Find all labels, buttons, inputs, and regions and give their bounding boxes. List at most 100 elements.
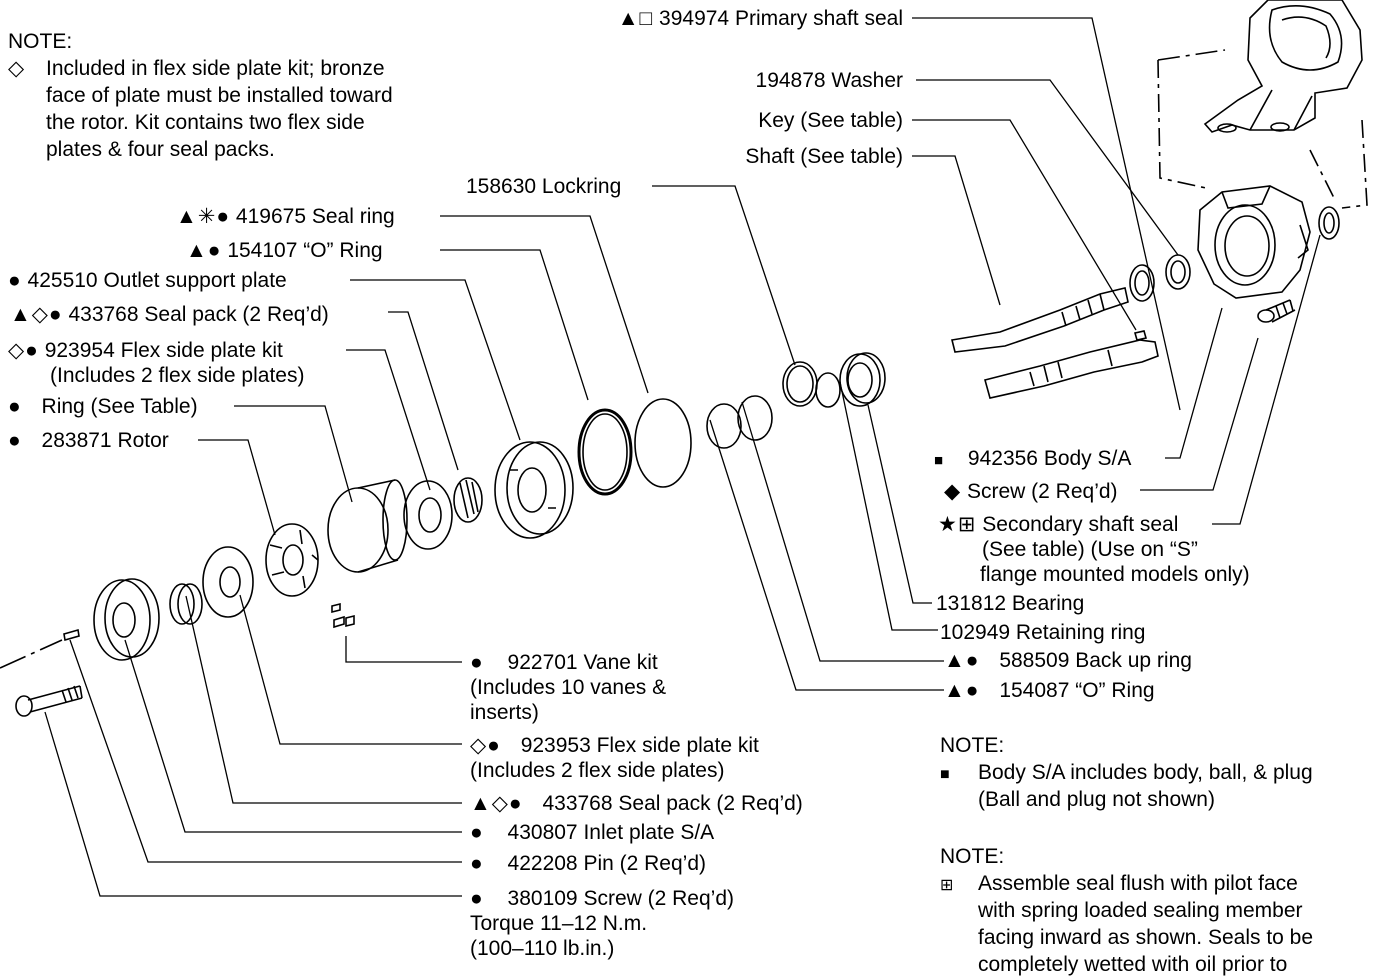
rotor xyxy=(265,523,319,597)
leader-lines xyxy=(44,17,1321,897)
label-symbols: ● xyxy=(8,395,22,418)
label-screw-body: ◆ Screw (2 Req’d) xyxy=(944,479,1118,504)
note-text-line: Included in flex side plate kit; bronze xyxy=(46,57,385,80)
label-text: 422208 Pin (2 Req’d) xyxy=(507,852,706,875)
washer xyxy=(1165,254,1191,290)
square-grid-icon: ■ xyxy=(940,766,950,783)
label-key: Key (See table) xyxy=(758,108,903,133)
note-text-line: Assemble seal flush with pilot face xyxy=(978,872,1298,895)
label-subtext: (Includes 2 flex side plates) xyxy=(50,364,305,387)
label-text: 922701 Vane kit xyxy=(507,651,658,674)
label-text: 425510 Outlet support plate xyxy=(27,269,287,292)
label-seal-pack-top: ▲◇● 433768 Seal pack (2 Req’d) xyxy=(10,302,329,327)
label-primary-shaft-seal: ▲□ 394974 Primary shaft seal xyxy=(618,6,903,31)
label-text: 923954 Flex side plate kit xyxy=(44,339,283,362)
primary-shaft-seal xyxy=(1129,264,1155,302)
label-subtext: inserts) xyxy=(470,701,539,724)
lockring xyxy=(782,361,818,407)
o-ring-154107 xyxy=(634,398,692,488)
label-text: 380109 Screw (2 Req’d) xyxy=(507,887,734,910)
note-text-line: the rotor. Kit contains two flex side xyxy=(46,111,365,134)
label-subtext: Torque 11–12 N.m. xyxy=(470,912,648,935)
label-text: 158630 Lockring xyxy=(466,175,622,198)
label-symbols: ▲● xyxy=(944,649,980,672)
note-text-line: facing inward as shown. Seals to be xyxy=(978,926,1314,949)
seal-ring xyxy=(577,408,633,496)
label-o-ring-154107: ▲● 154107 “O” Ring xyxy=(186,238,383,263)
label-text: Screw (2 Req’d) xyxy=(967,480,1118,503)
label-symbols: ● xyxy=(8,269,22,292)
pin xyxy=(63,628,80,642)
cam-ring xyxy=(327,479,408,573)
label-text: 419675 Seal ring xyxy=(235,205,395,228)
label-text: 194878 Washer xyxy=(755,69,903,92)
label-text: 430807 Inlet plate S/A xyxy=(507,821,715,844)
label-screw-inlet: ● 380109 Screw (2 Req’d) Torque 11–12 N.… xyxy=(470,886,734,961)
label-symbols: ● xyxy=(8,429,22,452)
vane-inserts xyxy=(331,602,355,629)
flex-side-plate-bottom xyxy=(202,546,254,618)
label-rotor: ● 283871 Rotor xyxy=(8,428,169,453)
diamond-outline-icon: ◇ xyxy=(8,57,25,80)
note-text-line: completely wetted with oil prior to xyxy=(978,953,1288,976)
label-outlet-support-plate: ● 425510 Outlet support plate xyxy=(8,268,287,293)
label-flex-kit-bottom: ◇● 923953 Flex side plate kit (Includes … xyxy=(470,733,759,783)
label-seal-ring: ▲✳● 419675 Seal ring xyxy=(176,204,395,229)
label-bearing: 131812 Bearing xyxy=(936,591,1084,616)
outlet-support-plate xyxy=(494,441,574,539)
inlet-plate xyxy=(93,578,160,661)
label-text: 283871 Rotor xyxy=(41,429,169,452)
label-symbols: ▲● xyxy=(944,679,980,702)
seal-pack-bottom xyxy=(169,583,203,625)
secondary-shaft-seal xyxy=(1318,206,1340,240)
label-inlet-plate: ● 430807 Inlet plate S/A xyxy=(470,820,714,845)
inlet-screw xyxy=(15,685,83,717)
label-vane-kit: ● 922701 Vane kit (Includes 10 vanes & i… xyxy=(470,650,666,725)
assembly-centerline xyxy=(0,639,63,669)
label-symbols: ● xyxy=(470,887,484,910)
label-text: 433768 Seal pack (2 Req’d) xyxy=(542,792,803,815)
label-text: Key (See table) xyxy=(758,109,903,132)
label-text: Ring (See Table) xyxy=(41,395,198,418)
label-text: 154107 “O” Ring xyxy=(227,239,383,262)
note-title: NOTE: xyxy=(8,30,73,53)
flex-side-plate-top xyxy=(403,480,453,550)
label-symbols: ▲□ xyxy=(617,7,654,30)
backup-ring xyxy=(737,395,773,441)
label-symbols: ▲◇● xyxy=(10,303,63,326)
label-text: Shaft (See table) xyxy=(745,145,903,168)
label-text: 588509 Back up ring xyxy=(999,649,1192,672)
note-seal-assembly: NOTE: ⊞ Assemble seal flush with pilot f… xyxy=(940,843,1380,978)
shafts xyxy=(951,287,1159,399)
bearing xyxy=(839,352,886,407)
note-body-sa: NOTE: ■ Body S/A includes body, ball, & … xyxy=(940,732,1380,813)
label-text: 942356 Body S/A xyxy=(967,447,1132,470)
label-shaft: Shaft (See table) xyxy=(745,144,903,169)
label-symbols: ● xyxy=(470,852,484,875)
note-title: NOTE: xyxy=(940,734,1005,757)
note-text-line: plates & four seal packs. xyxy=(46,138,275,161)
label-subtext: (100–110 lb.in.) xyxy=(470,937,615,960)
note-text-line: Body S/A includes body, ball, & plug xyxy=(978,761,1313,784)
label-text: 102949 Retaining ring xyxy=(940,621,1146,644)
label-subtext: (Includes 2 flex side plates) xyxy=(470,759,725,782)
mounting-bracket xyxy=(1203,0,1363,133)
label-symbols: ● xyxy=(470,651,484,674)
label-symbols: ● xyxy=(470,821,484,844)
label-symbols: ▲◇● xyxy=(470,792,523,815)
label-secondary-seal: ★⊞ Secondary shaft seal (See table) (Use… xyxy=(938,512,1250,587)
label-retaining-ring: 102949 Retaining ring xyxy=(940,620,1146,645)
label-text: Secondary shaft seal xyxy=(982,513,1179,536)
label-text: 154087 “O” Ring xyxy=(999,679,1155,702)
retaining-ring xyxy=(815,372,841,408)
label-lockring: 158630 Lockring xyxy=(466,174,621,199)
label-subtext: flange mounted models only) xyxy=(980,563,1250,586)
label-symbols: ■ xyxy=(934,452,945,469)
label-symbols: ◇● xyxy=(470,734,501,757)
label-flex-kit-top: ◇● 923954 Flex side plate kit (Includes … xyxy=(8,338,304,388)
o-ring-154087 xyxy=(706,403,742,449)
label-body-sa: ■ 942356 Body S/A xyxy=(934,446,1131,473)
label-subtext: (Includes 10 vanes & xyxy=(470,676,667,699)
label-subtext: (See table) (Use on “S” xyxy=(982,538,1198,561)
